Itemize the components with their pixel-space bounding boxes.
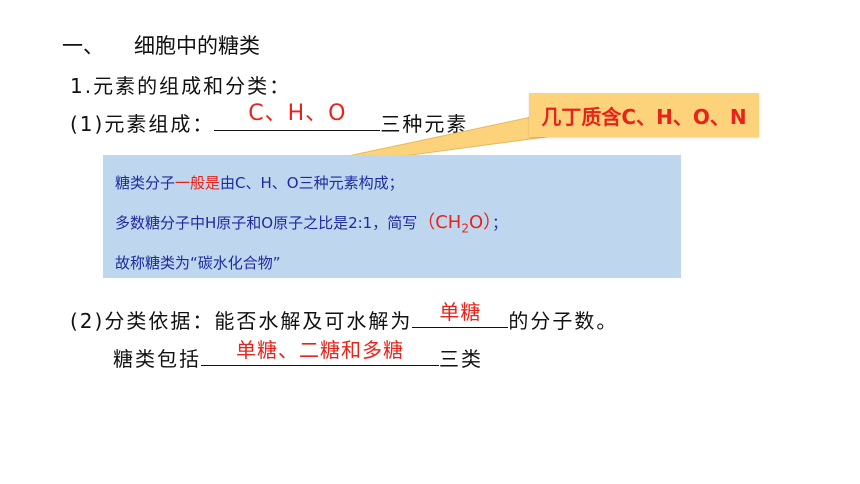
info-line-1-emphasis: 一般是: [175, 174, 221, 192]
section-heading: 一、 细胞中的糖类: [62, 30, 260, 60]
chitin-callout: 几丁质含C、H、O、N: [529, 93, 759, 137]
basis-answer: 单糖: [439, 300, 482, 324]
heading-title: 细胞中的糖类: [134, 34, 260, 58]
composition-blank: C、H、O: [214, 101, 381, 131]
composition-answer: C、H、O: [248, 101, 347, 126]
heading-number: 一、: [62, 34, 104, 58]
element-composition-line: (1)元素组成： C、H、O 三种元素: [70, 101, 469, 137]
basis-after: 的分子数。: [508, 309, 619, 333]
composition-label: (1)元素组成：: [70, 112, 215, 136]
types-label: 糖类包括: [113, 347, 201, 371]
formula-ch2o: （CH2O）: [417, 212, 493, 236]
types-answer: 单糖、二糖和多糖: [236, 338, 404, 362]
info-box: 糖类分子一般是由C、H、O三种元素构成； 多数糖分子中H原子和O原子之比是2:1…: [103, 155, 681, 278]
classification-basis-line: (2)分类依据：能否水解及可水解为 单糖 的分子数。: [70, 300, 619, 334]
callout-text: 几丁质含C、H、O、N: [541, 104, 747, 129]
info-line-3: 故称糖类为“碳水化合物”: [115, 254, 281, 272]
info-line-1: 糖类分子一般是由C、H、O三种元素构成；: [115, 169, 681, 209]
types-after: 三类: [439, 347, 483, 371]
sugar-types-line: 糖类包括 单糖、二糖和多糖 三类: [113, 338, 483, 372]
info-line-2-pre: 多数糖分子中H原子和O原子之比是2:1，简写: [115, 214, 418, 232]
info-line-1-post: 由C、H、O三种元素构成；: [220, 174, 404, 192]
info-line-2: 多数糖分子中H原子和O原子之比是2:1，简写（CH2O）；: [115, 209, 681, 249]
info-line-1-pre: 糖类分子: [115, 174, 176, 192]
subsection-title: 1.元素的组成和分类：: [70, 74, 292, 98]
types-blank: 单糖、二糖和多糖: [201, 338, 439, 366]
basis-label: (2)分类依据：能否水解及可水解为: [70, 309, 413, 333]
composition-after: 三种元素: [380, 112, 469, 136]
basis-blank: 单糖: [412, 300, 509, 328]
info-line-2-post: ；: [492, 214, 508, 232]
